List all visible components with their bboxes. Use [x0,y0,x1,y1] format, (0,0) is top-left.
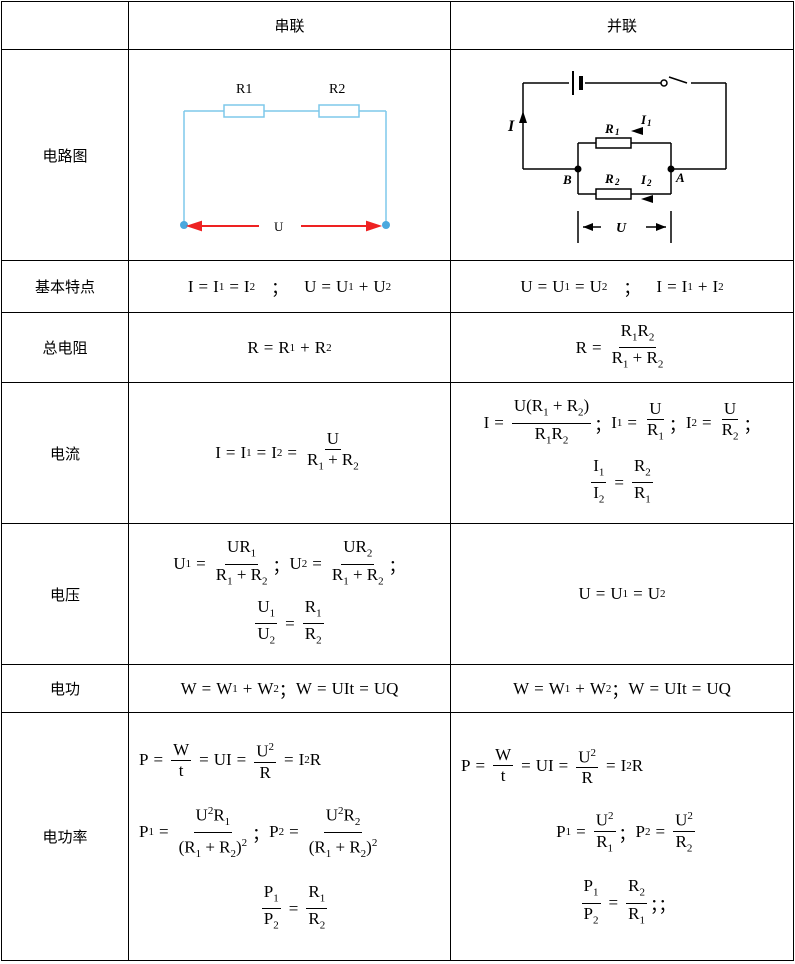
semicolon: ； [618,824,636,844]
header-series: 串联 [128,1,451,50]
semicolon: ； [252,824,270,844]
label-r2-parallel: R [604,171,614,186]
arrow-main-current [519,110,527,123]
semicolon: ； [743,415,761,435]
switch-pivot [660,78,668,87]
semicolon: ； [278,681,296,700]
label-i-main: I [507,118,515,135]
label-b: B [562,172,572,187]
label-a: A [675,170,685,185]
resistor-r1 [223,103,265,118]
series-circuit-diagram: R1 R2 U [180,82,390,234]
row-label-resistance: 总电阻 [1,312,129,383]
terminal-left [180,220,188,229]
label-r2-parallel-sub: 2 [614,177,620,187]
arrow-i2 [641,194,653,203]
semicolon: ； [611,681,629,700]
row-label-power: 电功率 [1,712,129,961]
label-r1-parallel-sub: 1 [615,127,620,137]
terminal-right [382,220,390,229]
label-i1: I [640,112,647,127]
header-parallel: 并联 [450,1,794,50]
label-u-series: U [274,219,284,234]
corner-cell [1,1,129,50]
node-a [667,165,675,172]
semicolon: ； [668,415,686,435]
resistor-r2 [318,103,360,118]
semicolon: ； [272,556,290,576]
label-r1: R1 [236,82,252,97]
resistor-r2-parallel [595,187,632,200]
parallel-circuit-diagram: I R 1 I 1 R 2 I 2 B A U [507,70,727,243]
arrow-i1 [631,126,643,135]
header-row: 串联 并联 [1,1,794,50]
row-label-voltage: 电压 [1,523,129,665]
arrow-u-left [583,222,593,231]
series-diagram-cell: R1 R2 U [128,49,451,261]
arrow-u-right [656,222,666,231]
label-i1-sub: 1 [647,118,652,128]
resistor-r1-parallel [595,136,632,149]
label-r2: R2 [329,82,345,97]
row-label-work: 电功 [1,664,129,713]
double-semicolon: ；； [649,895,676,915]
node-b [574,165,582,172]
row-diagram: 电路图 R1 R2 [1,49,794,261]
row-label-current: 电流 [1,382,129,524]
label-u-parallel: U [616,221,627,236]
label-i2-sub: 2 [646,178,652,188]
parallel-diagram-cell: I R 1 I 1 R 2 I 2 B A U [450,49,794,261]
semicolon: ； [594,415,612,435]
semicolon: ； [388,556,406,576]
semicolon: ； [623,279,641,298]
row-label-diagram: 电路图 [1,49,129,261]
label-i2: I [640,172,647,187]
row-label-basic: 基本特点 [1,260,129,313]
label-r1-parallel: R [604,121,614,136]
semicolon: ； [271,279,289,298]
